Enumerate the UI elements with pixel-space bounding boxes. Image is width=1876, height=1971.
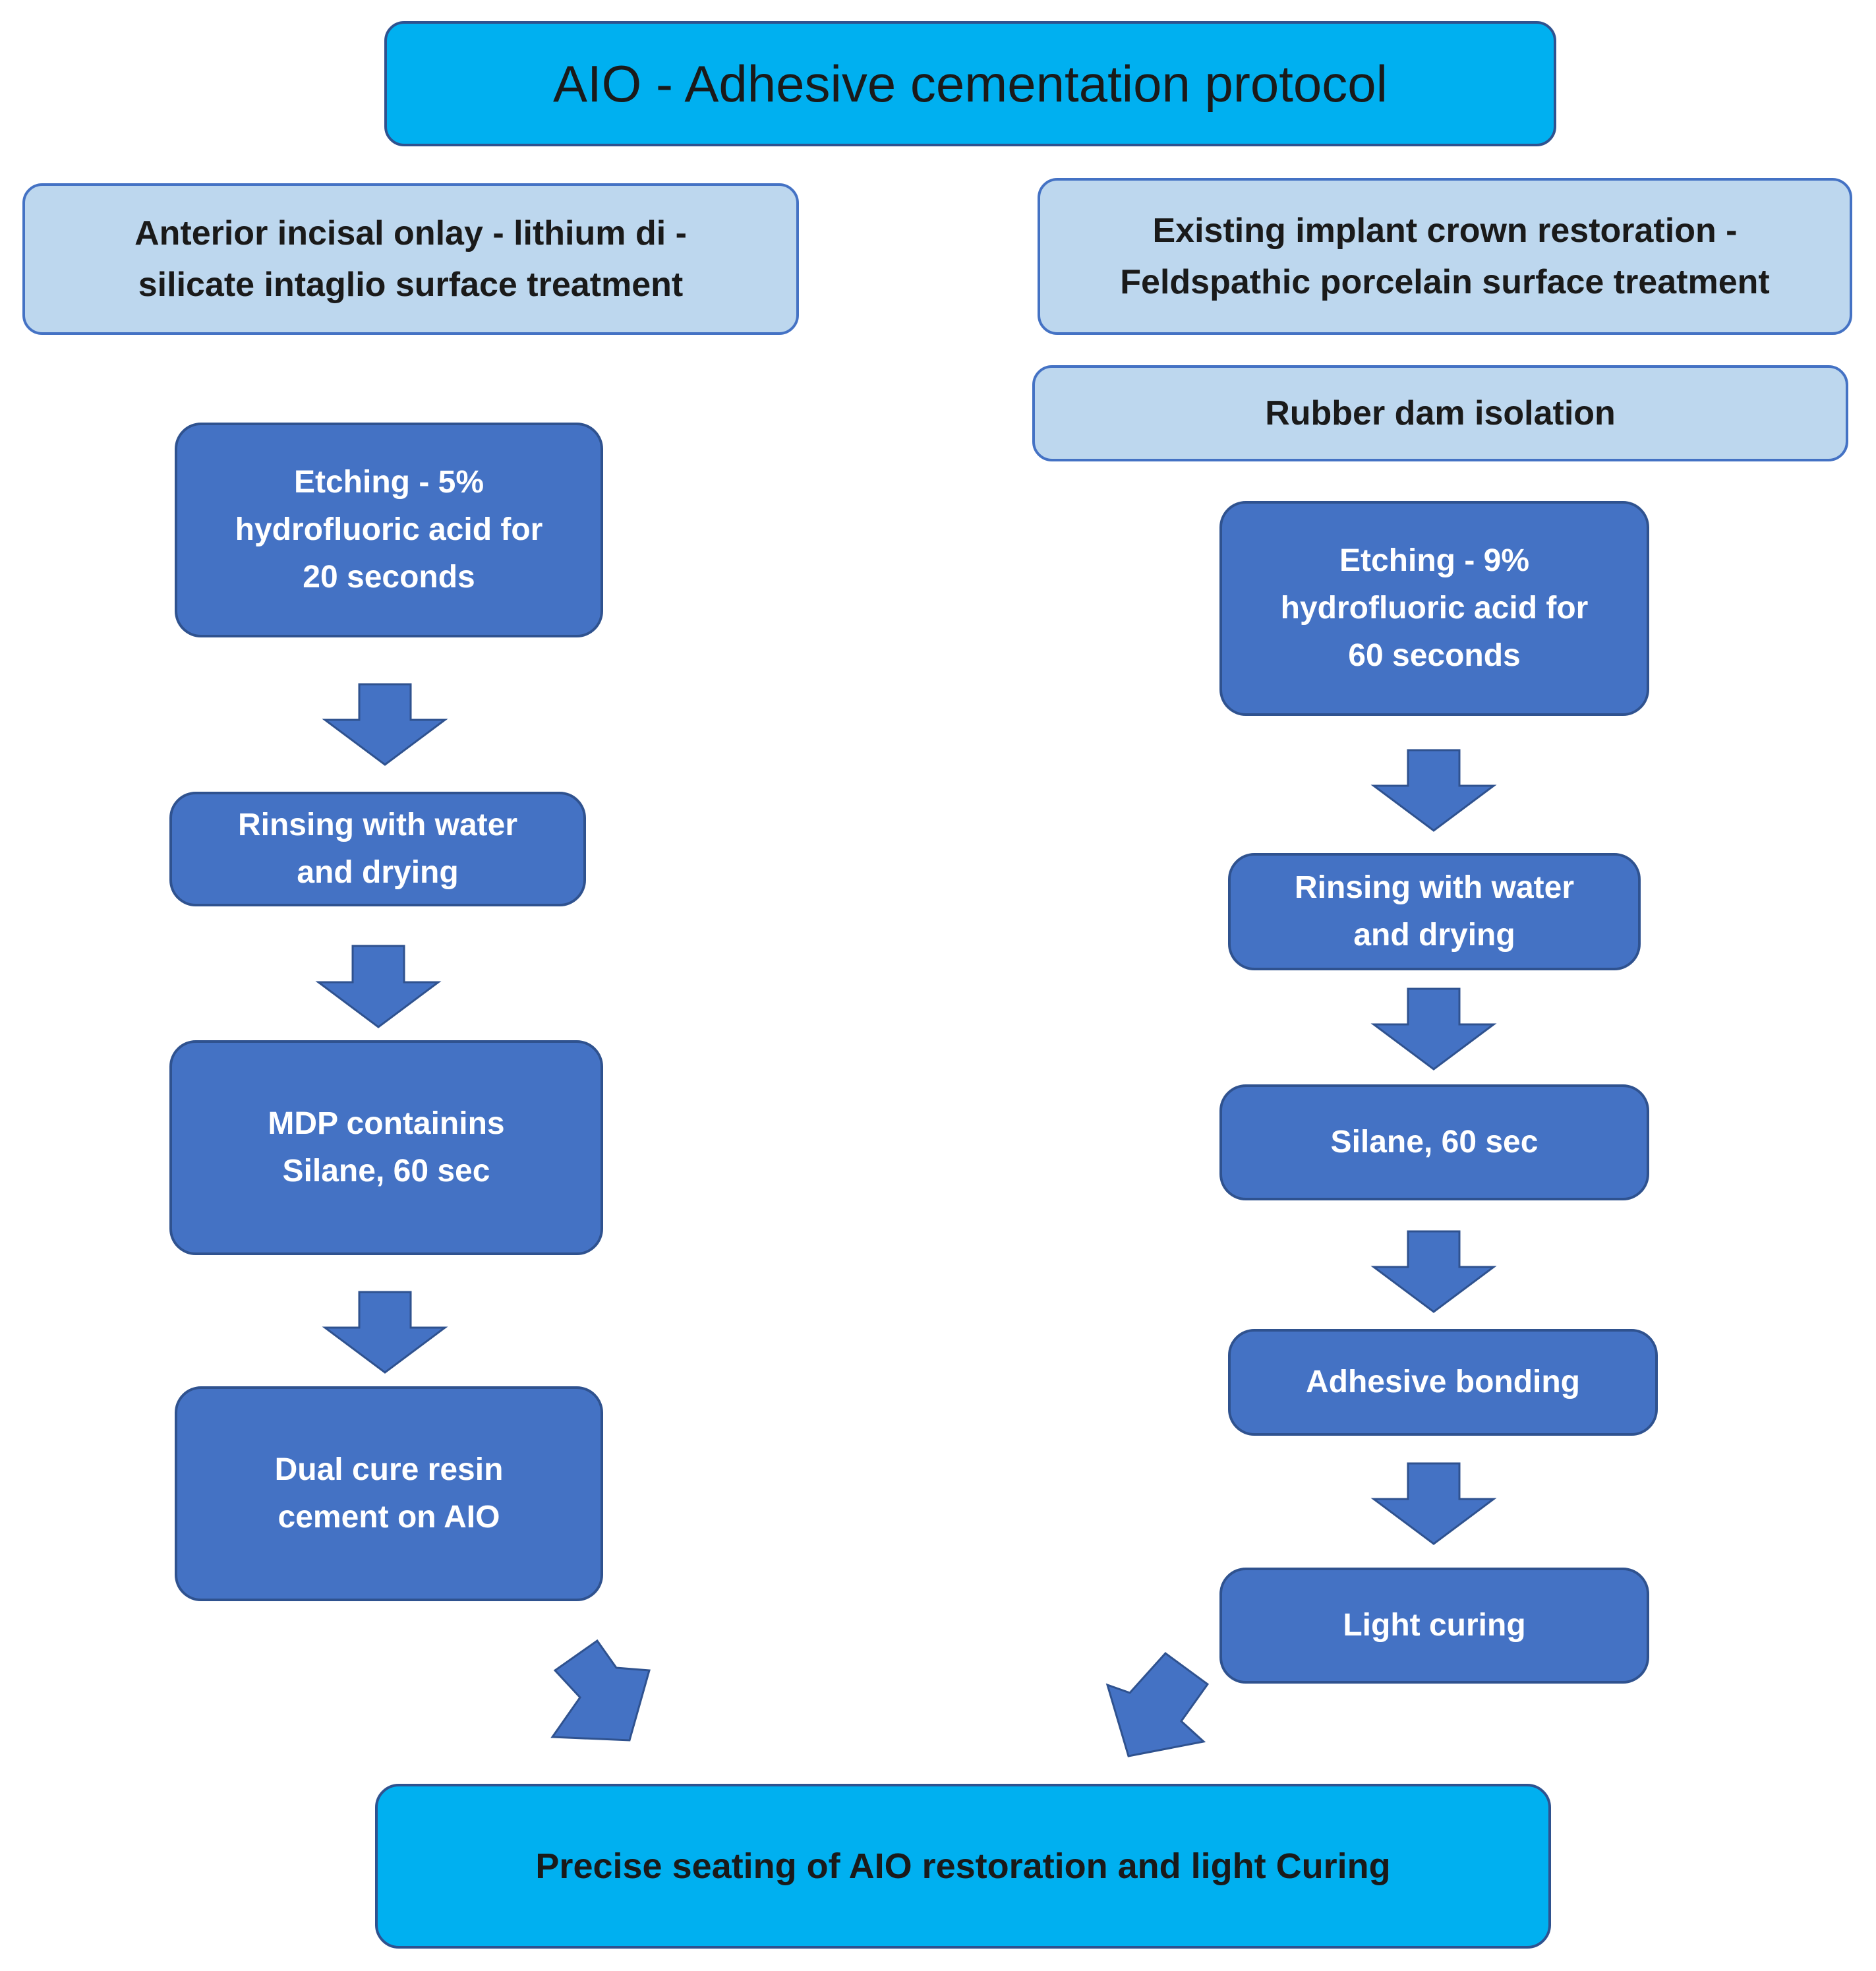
down-arrow-icon <box>322 683 448 766</box>
final-step-seating: Precise seating of AIO restoration and l… <box>375 1784 1551 1949</box>
rubber-dam-isolation-box: Rubber dam isolation <box>1032 365 1848 461</box>
left-step-mdp-silane: MDP containins Silane, 60 sec <box>169 1040 603 1255</box>
right-step-etching: Etching - 9% hydrofluoric acid for 60 se… <box>1219 501 1649 716</box>
right-step-silane: Silane, 60 sec <box>1219 1084 1649 1200</box>
diagram-title: AIO - Adhesive cementation protocol <box>384 21 1556 146</box>
diagonal-arrow-icon <box>1105 1651 1210 1757</box>
down-arrow-icon <box>1370 1230 1497 1313</box>
right-step-light-curing: Light curing <box>1219 1568 1649 1684</box>
down-arrow-icon <box>1370 749 1497 832</box>
left-step-rinsing: Rinsing with water and drying <box>169 792 586 906</box>
diagonal-arrow-icon <box>550 1639 651 1742</box>
down-arrow-icon <box>315 945 442 1028</box>
left-step-dual-cure-cement: Dual cure resin cement on AIO <box>175 1386 603 1601</box>
down-arrow-icon <box>1370 987 1497 1071</box>
right-step-rinsing: Rinsing with water and drying <box>1228 853 1641 970</box>
right-column-header: Existing implant crown restoration - Fel… <box>1038 178 1852 335</box>
left-step-etching: Etching - 5% hydrofluoric acid for 20 se… <box>175 423 603 637</box>
left-column-header: Anterior incisal onlay - lithium di - si… <box>22 183 799 335</box>
down-arrow-icon <box>1370 1462 1497 1545</box>
down-arrow-icon <box>322 1291 448 1374</box>
right-step-adhesive-bonding: Adhesive bonding <box>1228 1329 1658 1436</box>
